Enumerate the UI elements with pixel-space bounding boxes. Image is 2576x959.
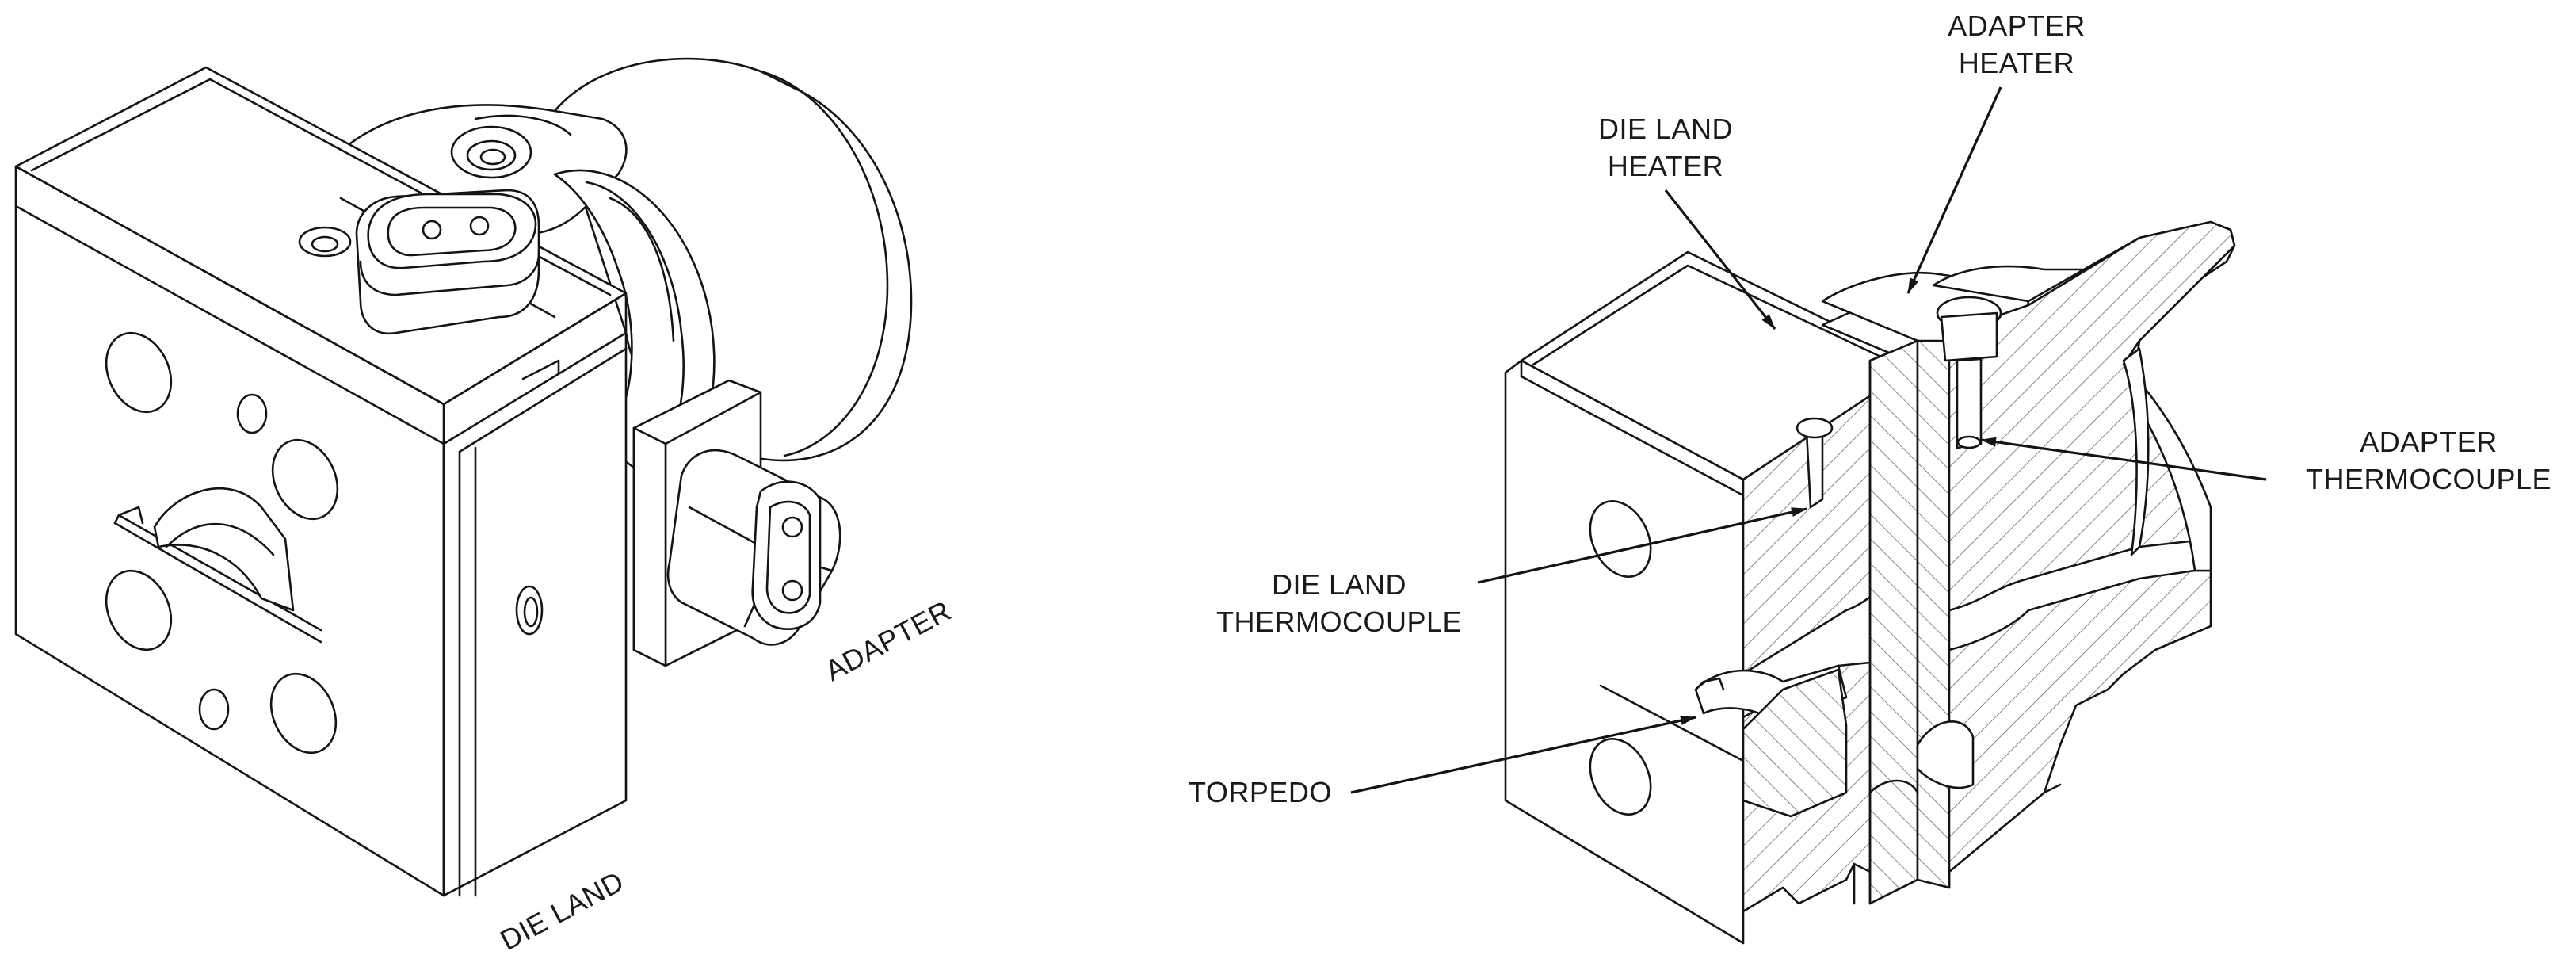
callout-torpedo: TORPEDO <box>1189 716 1696 808</box>
label-die-land-thermocouple-line2: THERMOCOUPLE <box>1216 606 1462 638</box>
assembled-die-view: ADAPTER DIE LAND <box>14 57 956 957</box>
callout-die-land-heater: DIE LAND HEATER <box>1598 113 1776 330</box>
label-adapter: ADAPTER <box>820 594 956 687</box>
label-adapter-heater-line1: ADAPTER <box>1948 10 2086 42</box>
label-adapter-thermocouple-line2: THERMOCOUPLE <box>2306 463 2551 495</box>
connector-plug-icon <box>666 449 841 646</box>
label-die-land: DIE LAND <box>495 865 629 957</box>
adapter-body <box>331 57 913 475</box>
callout-die-land-thermocouple: DIE LAND THERMOCOUPLE <box>1216 507 1807 638</box>
label-die-land-heater-line1: DIE LAND <box>1598 113 1733 145</box>
die-land-section-block <box>1504 250 1919 945</box>
label-die-land-heater-line2: HEATER <box>1608 150 1723 182</box>
label-torpedo: TORPEDO <box>1189 776 1332 808</box>
label-adapter-heater-line2: HEATER <box>1959 47 2074 79</box>
callout-adapter-heater: ADAPTER HEATER <box>1906 10 2086 294</box>
adapter-cut-section <box>1821 220 2236 905</box>
die-heater-connector <box>298 189 540 335</box>
label-adapter-thermocouple-line1: ADAPTER <box>2360 426 2498 458</box>
callout-adapter-thermocouple: ADAPTER THERMOCOUPLE <box>1980 426 2551 495</box>
label-die-land-thermocouple-line1: DIE LAND <box>1272 568 1406 601</box>
sectioned-die-view: ADAPTER HEATER DIE LAND HEATER ADAPTER T… <box>1189 10 2551 945</box>
